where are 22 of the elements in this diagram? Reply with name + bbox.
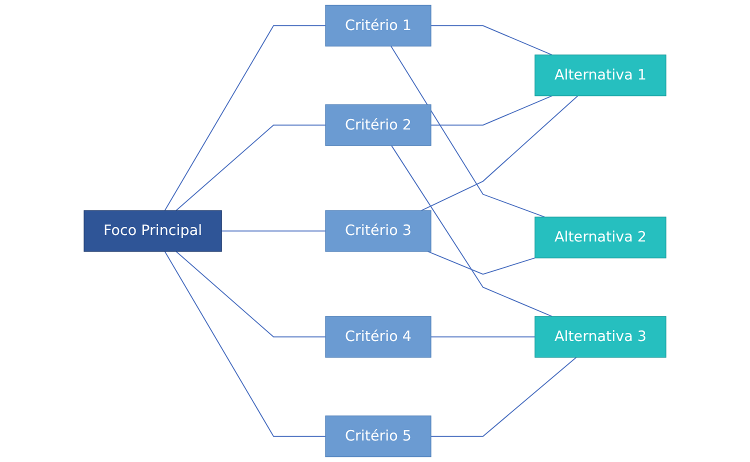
connector bbox=[176, 250, 326, 338]
connector bbox=[390, 145, 553, 317]
connector bbox=[430, 336, 536, 338]
node-box: Critério 5 bbox=[325, 416, 432, 458]
connector bbox=[164, 25, 326, 212]
connector bbox=[430, 25, 553, 56]
node-box: Foco Principal bbox=[84, 210, 222, 252]
connector bbox=[430, 356, 577, 437]
connector bbox=[176, 124, 326, 212]
node-box: Critério 3 bbox=[325, 210, 432, 252]
connector bbox=[390, 46, 546, 218]
node-box: Critério 2 bbox=[325, 104, 432, 146]
connector bbox=[430, 95, 553, 126]
connector bbox=[427, 250, 536, 275]
connector bbox=[221, 230, 326, 232]
connector bbox=[420, 95, 578, 212]
connector bbox=[164, 250, 326, 437]
node-box: Critério 4 bbox=[325, 316, 432, 358]
node-box: Alternativa 1 bbox=[534, 54, 666, 96]
node-box: Alternativa 3 bbox=[534, 316, 666, 358]
node-box: Alternativa 2 bbox=[534, 216, 666, 258]
node-box: Critério 1 bbox=[325, 4, 432, 46]
